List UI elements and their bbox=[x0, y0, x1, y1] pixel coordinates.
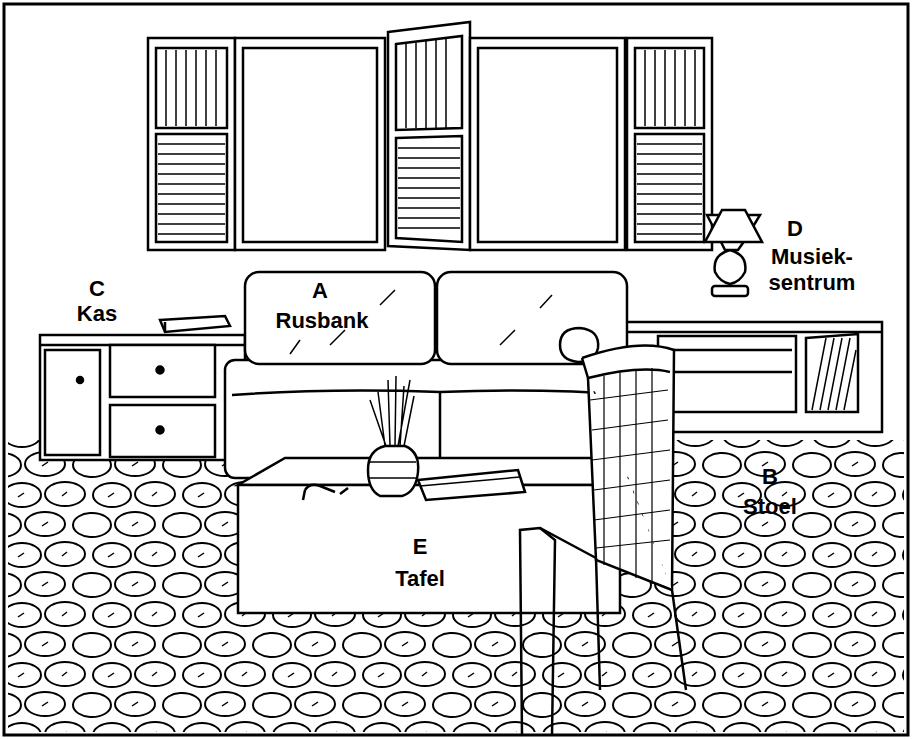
part-label: B bbox=[750, 464, 790, 490]
cupboard bbox=[45, 350, 100, 455]
music-centre-cabinet bbox=[662, 371, 792, 374]
music-centre-cabinet bbox=[812, 338, 856, 410]
music-centre-cabinet bbox=[620, 331, 882, 334]
part-label: Musiek- sentrum bbox=[757, 244, 867, 296]
part-label: Tafel bbox=[375, 566, 465, 592]
part-label: E bbox=[400, 534, 440, 560]
part-label: Stoel bbox=[725, 494, 815, 520]
cupboard bbox=[40, 316, 245, 460]
shutter-slats bbox=[158, 39, 702, 234]
sofa bbox=[437, 272, 627, 364]
cupboard bbox=[160, 316, 230, 332]
window bbox=[635, 48, 704, 128]
floor bbox=[8, 440, 904, 732]
window bbox=[478, 48, 617, 242]
chair bbox=[672, 590, 686, 690]
cupboard bbox=[164, 322, 167, 332]
part-label: C bbox=[67, 276, 127, 302]
part-label: A bbox=[300, 278, 340, 304]
window bbox=[148, 22, 712, 250]
lamp bbox=[705, 210, 762, 296]
chair bbox=[590, 390, 670, 548]
table bbox=[370, 461, 416, 463]
table bbox=[238, 376, 620, 613]
table bbox=[303, 485, 348, 500]
cupboard bbox=[77, 377, 83, 383]
chair bbox=[582, 358, 670, 378]
music-centre-cabinet bbox=[658, 336, 796, 412]
chair bbox=[540, 528, 555, 735]
floor bbox=[8, 440, 904, 732]
table bbox=[369, 477, 417, 479]
window bbox=[243, 48, 377, 242]
chair bbox=[520, 346, 686, 736]
table bbox=[238, 485, 620, 613]
shutter-slats bbox=[398, 148, 460, 228]
frame-border bbox=[4, 4, 908, 735]
window bbox=[627, 38, 712, 250]
sofa bbox=[225, 272, 640, 478]
chair bbox=[596, 558, 600, 690]
window bbox=[156, 134, 227, 242]
lamp bbox=[712, 286, 748, 296]
music-centre-cabinet bbox=[662, 349, 792, 352]
table bbox=[368, 446, 418, 496]
table bbox=[420, 477, 520, 486]
cupboard bbox=[110, 405, 215, 457]
window bbox=[156, 48, 227, 128]
cupboard bbox=[40, 335, 245, 460]
part-label: Kas bbox=[57, 301, 137, 327]
table bbox=[370, 376, 414, 446]
part-label: D bbox=[775, 216, 815, 242]
part-label: Rusbank bbox=[257, 308, 387, 334]
window bbox=[470, 38, 625, 250]
cupboard bbox=[157, 367, 164, 374]
window bbox=[396, 136, 462, 242]
window bbox=[148, 38, 235, 250]
shutter-slats bbox=[406, 39, 446, 128]
cupboard bbox=[110, 345, 215, 397]
shutter-slats bbox=[166, 50, 216, 126]
chair bbox=[582, 346, 674, 591]
window bbox=[235, 38, 385, 250]
sofa bbox=[245, 272, 435, 364]
lamp bbox=[705, 210, 762, 242]
shutter-slats bbox=[158, 144, 225, 234]
window bbox=[388, 22, 470, 250]
shutter-slats bbox=[645, 50, 695, 126]
cupboard bbox=[157, 427, 164, 434]
chair bbox=[604, 368, 652, 584]
table bbox=[418, 470, 525, 500]
lamp bbox=[715, 250, 746, 284]
music-centre-cabinet bbox=[806, 334, 858, 412]
window bbox=[396, 36, 462, 130]
window bbox=[635, 134, 704, 242]
shutter-slats bbox=[637, 144, 702, 234]
chair bbox=[588, 378, 672, 590]
sofa bbox=[232, 391, 632, 395]
chair bbox=[520, 528, 596, 735]
